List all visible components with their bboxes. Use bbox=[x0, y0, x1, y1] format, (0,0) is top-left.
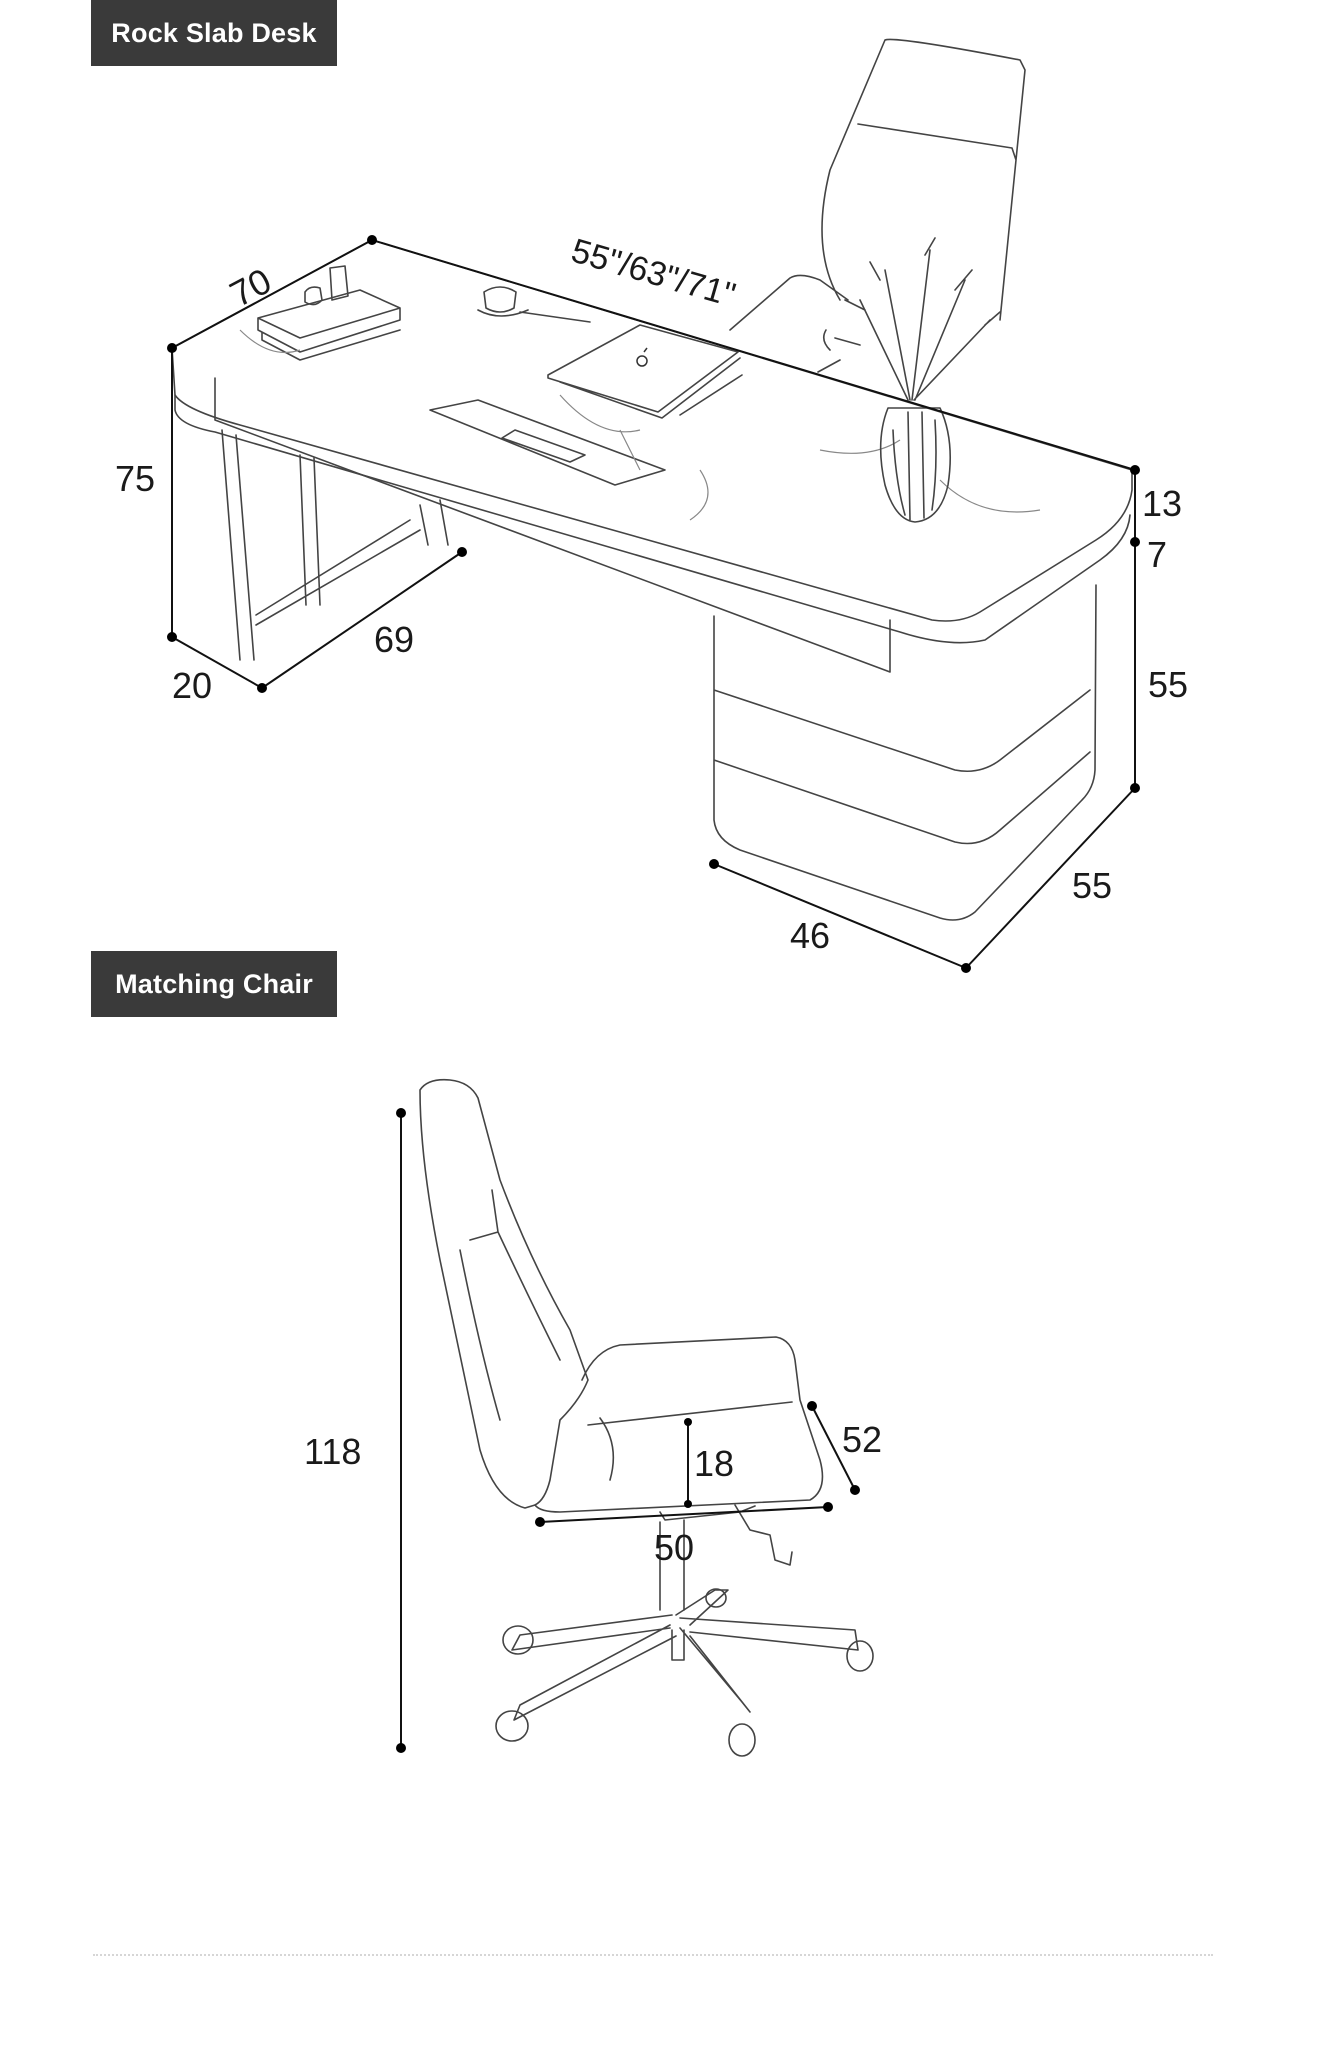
dim-depth-top: 70 bbox=[223, 260, 278, 315]
caster-right bbox=[846, 1640, 874, 1672]
flowers bbox=[817, 237, 1001, 401]
dim-drawer-gap: 7 bbox=[1147, 534, 1167, 575]
dim-cabinet-depth: 55 bbox=[1072, 865, 1112, 906]
section-label-chair: Matching Chair bbox=[91, 951, 337, 1017]
desk-dimension-lines bbox=[167, 235, 1140, 973]
dim-seat-width: 50 bbox=[654, 1527, 694, 1568]
chair-drawing: 118 18 52 50 bbox=[304, 1078, 882, 1757]
dim-seat-height: 18 bbox=[694, 1443, 734, 1484]
pen bbox=[519, 311, 591, 323]
laptop bbox=[547, 324, 743, 419]
chair-backrest-inner bbox=[459, 1189, 561, 1421]
books-stack bbox=[257, 289, 401, 361]
chair-backrest bbox=[419, 1078, 589, 1509]
dim-top-thickness: 13 bbox=[1142, 483, 1182, 524]
desk-front-edge bbox=[174, 394, 1131, 644]
chair-dimension-lines bbox=[396, 1108, 860, 1753]
desk-top-outline bbox=[171, 239, 1133, 622]
desk-chair-seat bbox=[729, 274, 849, 331]
laptop-logo-icon bbox=[636, 347, 648, 367]
desk-chair-backrest bbox=[821, 38, 1026, 321]
caster-left-back bbox=[502, 1625, 534, 1655]
dim-seat-depth: 52 bbox=[842, 1419, 882, 1460]
dim-cabinet-height: 55 bbox=[1148, 664, 1188, 705]
dim-length: 55"/63"/71" bbox=[567, 232, 740, 315]
dim-cabinet-width: 46 bbox=[790, 915, 830, 956]
chair-gas-lift bbox=[659, 1519, 685, 1611]
footer-divider bbox=[93, 1954, 1213, 1956]
desk-drawing: 70 55"/63"/71" 75 13 7 55 20 69 46 55 bbox=[115, 38, 1188, 973]
caster-left-front bbox=[495, 1710, 529, 1742]
caster-front bbox=[728, 1723, 756, 1757]
dim-leg-depth: 69 bbox=[374, 619, 414, 660]
chair-seat bbox=[534, 1336, 824, 1513]
power-strip bbox=[429, 399, 666, 486]
section-label-desk: Rock Slab Desk bbox=[91, 0, 337, 66]
desk-drawer bbox=[214, 377, 891, 673]
vase bbox=[879, 407, 952, 523]
dim-leg-width: 20 bbox=[172, 665, 212, 706]
desk-cabinet bbox=[713, 584, 1097, 921]
desk-left-legs bbox=[221, 429, 449, 661]
marble-veins bbox=[239, 329, 1041, 521]
chair-base bbox=[511, 1589, 859, 1721]
caster-back bbox=[705, 1588, 727, 1608]
dim-height: 75 bbox=[115, 458, 155, 499]
cup bbox=[304, 265, 349, 306]
dim-chair-height: 118 bbox=[304, 1431, 361, 1472]
